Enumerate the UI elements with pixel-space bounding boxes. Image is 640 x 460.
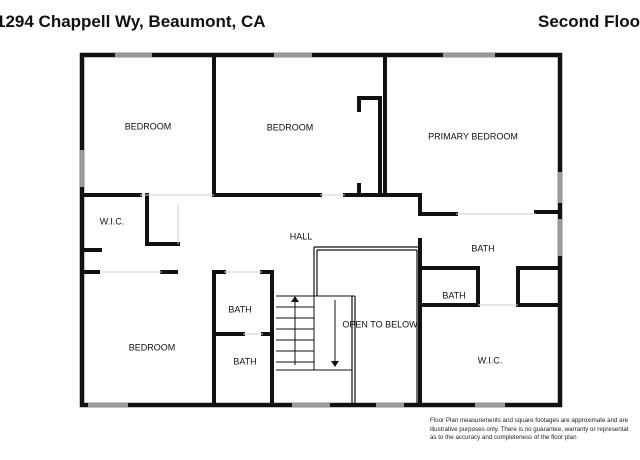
room-label-bath-center-lower: BATH — [233, 356, 256, 366]
stair-rail — [313, 246, 420, 405]
stairs — [276, 295, 355, 371]
room-label-open-to-below: OPEN TO BELOW — [342, 319, 418, 329]
room-label-wic-left: W.I.C. — [100, 216, 125, 226]
room-label-bath-right-small: BATH — [442, 290, 465, 300]
room-label-primary-bedroom: PRIMARY BEDROOM — [428, 131, 518, 141]
room-label-hall: HALL — [290, 231, 313, 241]
floor-title: Second Floo — [538, 12, 640, 31]
door-openings — [100, 194, 536, 335]
room-label-bedroom-sw: BEDROOM — [129, 342, 176, 352]
address-title: 1294 Chappell Wy, Beaumont, CA — [0, 12, 266, 31]
outer-walls — [79, 52, 563, 408]
windows — [80, 53, 562, 407]
disclaimer-line-2: illustrative purposes only. There is no … — [430, 425, 629, 433]
room-label-bath-center-upper: BATH — [228, 304, 251, 314]
stair-arrow-up-icon — [291, 296, 299, 302]
disclaimer-line-1: Floor Plan measurements and square foota… — [430, 417, 629, 424]
interior-walls — [80, 53, 562, 407]
room-label-wic-right: W.I.C. — [478, 355, 503, 365]
room-label-bedroom-center: BEDROOM — [267, 122, 314, 132]
room-label-bath-right: BATH — [471, 243, 494, 253]
room-label-bedroom-nw: BEDROOM — [125, 121, 172, 131]
disclaimer-line-3: as to the accuracy and completeness of t… — [430, 434, 577, 442]
disclaimer-text: Floor Plan measurements and square foota… — [430, 417, 640, 443]
stair-arrow-down-icon — [331, 361, 339, 367]
